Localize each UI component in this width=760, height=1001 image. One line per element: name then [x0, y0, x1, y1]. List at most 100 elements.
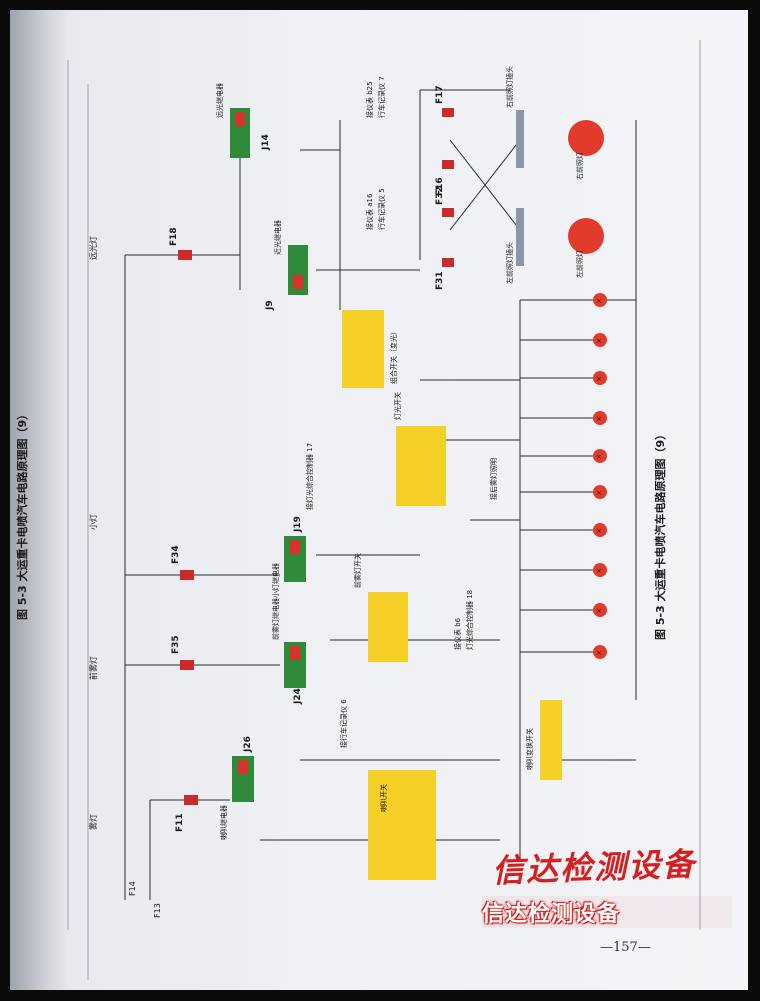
small-lamp-cross-5: ×	[596, 453, 602, 461]
relay-j14-name: 远光继电器	[215, 83, 224, 118]
fuse-f35	[180, 660, 194, 670]
relay-j19	[284, 536, 306, 582]
switch-fog	[368, 592, 408, 662]
relay-j9-name: 近光继电器	[273, 220, 282, 255]
relays: J14 远光继电器 J9 近光继电器 J19 小灯继电器 J24 前雾灯继电器 …	[215, 83, 308, 840]
small-lamp-10	[593, 645, 607, 659]
switch-light	[396, 426, 446, 506]
fuse-f34-label: F34	[171, 545, 181, 564]
wiring-notes: 接仪表 b25 行车记录仪 7 接仪表 a16 行车记录仪 5 接灯光综合控制器…	[305, 76, 498, 748]
connector-right-head	[516, 110, 524, 168]
lamp-left-headlamp	[568, 218, 604, 254]
small-lamp-cross-6: ×	[596, 489, 602, 497]
relay-j26	[232, 756, 254, 802]
note-5: 接灯光综合控制器 17	[305, 443, 314, 510]
headlamps: 右前照灯 左前照灯 右前照灯插头 左前照灯插头	[505, 66, 604, 284]
band-label-3: 小灯	[88, 514, 98, 530]
relay-j26-name: 喇叭继电器	[219, 805, 228, 840]
small-lamp-7	[593, 523, 607, 537]
watermark-text: 信达检测设备	[482, 896, 732, 928]
bus-f14-label: F14	[128, 881, 137, 896]
band-label-2: 前雾灯	[88, 656, 98, 680]
relay-j24	[284, 642, 306, 688]
fuse-f11	[184, 795, 198, 805]
watermark-script: 信达检测设备	[491, 844, 697, 891]
top-caption: 图 5-3 大运重卡电喷汽车电路原理图（9）	[15, 409, 29, 620]
top-caption-text: 图 5-3 大运重卡电喷汽车电路原理图（9）	[15, 409, 29, 620]
bus-f13-label: F13	[153, 903, 162, 918]
relay-j24-coil	[290, 646, 300, 660]
relay-j26-id: J26	[243, 736, 253, 753]
switch-combination	[342, 310, 384, 388]
page-number: —157—	[600, 940, 651, 955]
relay-j9-coil	[293, 275, 303, 289]
fuse-f32	[442, 208, 454, 217]
small-lamp-4	[593, 411, 607, 425]
note-9: 接后雾灯照明	[489, 458, 498, 500]
relay-j26-coil	[238, 760, 248, 774]
small-lamp-5	[593, 449, 607, 463]
small-lamp-3	[593, 371, 607, 385]
relay-j19-id: J19	[293, 516, 303, 533]
small-lamp-cross-2: ×	[596, 337, 602, 345]
small-lamp-6	[593, 485, 607, 499]
connector-right-head-label: 右前照灯插头	[505, 66, 514, 108]
small-lamp-cross-3: ×	[596, 375, 602, 383]
switch-horn-change-label: 喇叭变换开关	[525, 728, 534, 770]
small-lamp-8	[593, 563, 607, 577]
small-lamp-1	[593, 293, 607, 307]
note-3: 接仪表 a16	[365, 193, 374, 230]
relay-j14-coil	[235, 112, 245, 126]
band-labels: 雾灯 前雾灯 小灯 远光灯	[88, 236, 98, 830]
note-8: 接行车记录仪 6	[339, 699, 348, 748]
small-lamps: × × × × × × × × × ×	[520, 293, 607, 659]
switch-horn	[368, 770, 436, 880]
small-lamp-cross-10: ×	[596, 649, 602, 657]
band-label-1: 雾灯	[88, 814, 98, 830]
relay-j9-id: J9	[265, 300, 275, 311]
small-lamp-2	[593, 333, 607, 347]
relay-j24-name: 前雾灯继电器	[271, 598, 280, 640]
switch-horn-change	[540, 700, 562, 780]
fuse-f34	[180, 570, 194, 580]
band-label-4: 远光灯	[88, 236, 98, 260]
fuse-f17-label: F17	[435, 85, 445, 104]
fuse-f32-label: F32	[435, 186, 445, 205]
note-4: 行车记录仪 5	[377, 188, 386, 230]
fuse-f18	[178, 250, 192, 260]
fuse-f31-label: F31	[435, 271, 445, 290]
lamp-right-headlamp	[568, 120, 604, 156]
small-lamp-9	[593, 603, 607, 617]
switch-horn-label: 喇叭开关	[379, 784, 388, 812]
connector-left-head	[516, 208, 524, 266]
fuse-f18-label: F18	[169, 227, 179, 246]
fuses: F18 F34 F35 F11 F17 F16 F32 F31	[169, 85, 454, 832]
connector-left-head-label: 左前照灯插头	[505, 242, 514, 284]
switch-light-label: 灯光开关	[393, 392, 402, 420]
small-lamp-cross-4: ×	[596, 415, 602, 423]
bottom-caption: 图 5-3 大运重卡电喷汽车电路原理图（9）	[653, 429, 667, 640]
relay-j19-coil	[290, 540, 300, 554]
fuse-f16	[442, 160, 454, 169]
bus-wires	[124, 89, 637, 900]
small-lamp-cross-7: ×	[596, 527, 602, 535]
note-7: 灯光综合控制器 18	[465, 590, 474, 650]
note-2: 行车记录仪 7	[377, 76, 386, 118]
relay-j14-id: J14	[261, 134, 271, 151]
relay-j19-name: 小灯继电器	[271, 563, 280, 598]
fuse-f11-label: F11	[175, 813, 185, 832]
switches: 组合开关（变光） 灯光开关 前雾灯开关 喇叭变换开关 喇叭开关	[342, 310, 562, 880]
small-lamp-cross-9: ×	[596, 607, 602, 615]
note-1: 接仪表 b25	[365, 81, 374, 118]
relay-j24-id: J24	[293, 688, 303, 705]
page-rules	[67, 40, 701, 980]
fuse-f31	[442, 258, 454, 267]
small-lamp-cross-1: ×	[596, 297, 602, 305]
lamp-left-headlamp-label: 左前照灯	[575, 250, 584, 278]
note-6: 接仪表 b6	[453, 617, 462, 650]
lamp-right-headlamp-label: 右前照灯	[575, 152, 584, 180]
switch-combination-label: 组合开关（变光）	[389, 328, 398, 384]
fuse-f35-label: F35	[171, 635, 181, 654]
small-lamp-cross-8: ×	[596, 567, 602, 575]
